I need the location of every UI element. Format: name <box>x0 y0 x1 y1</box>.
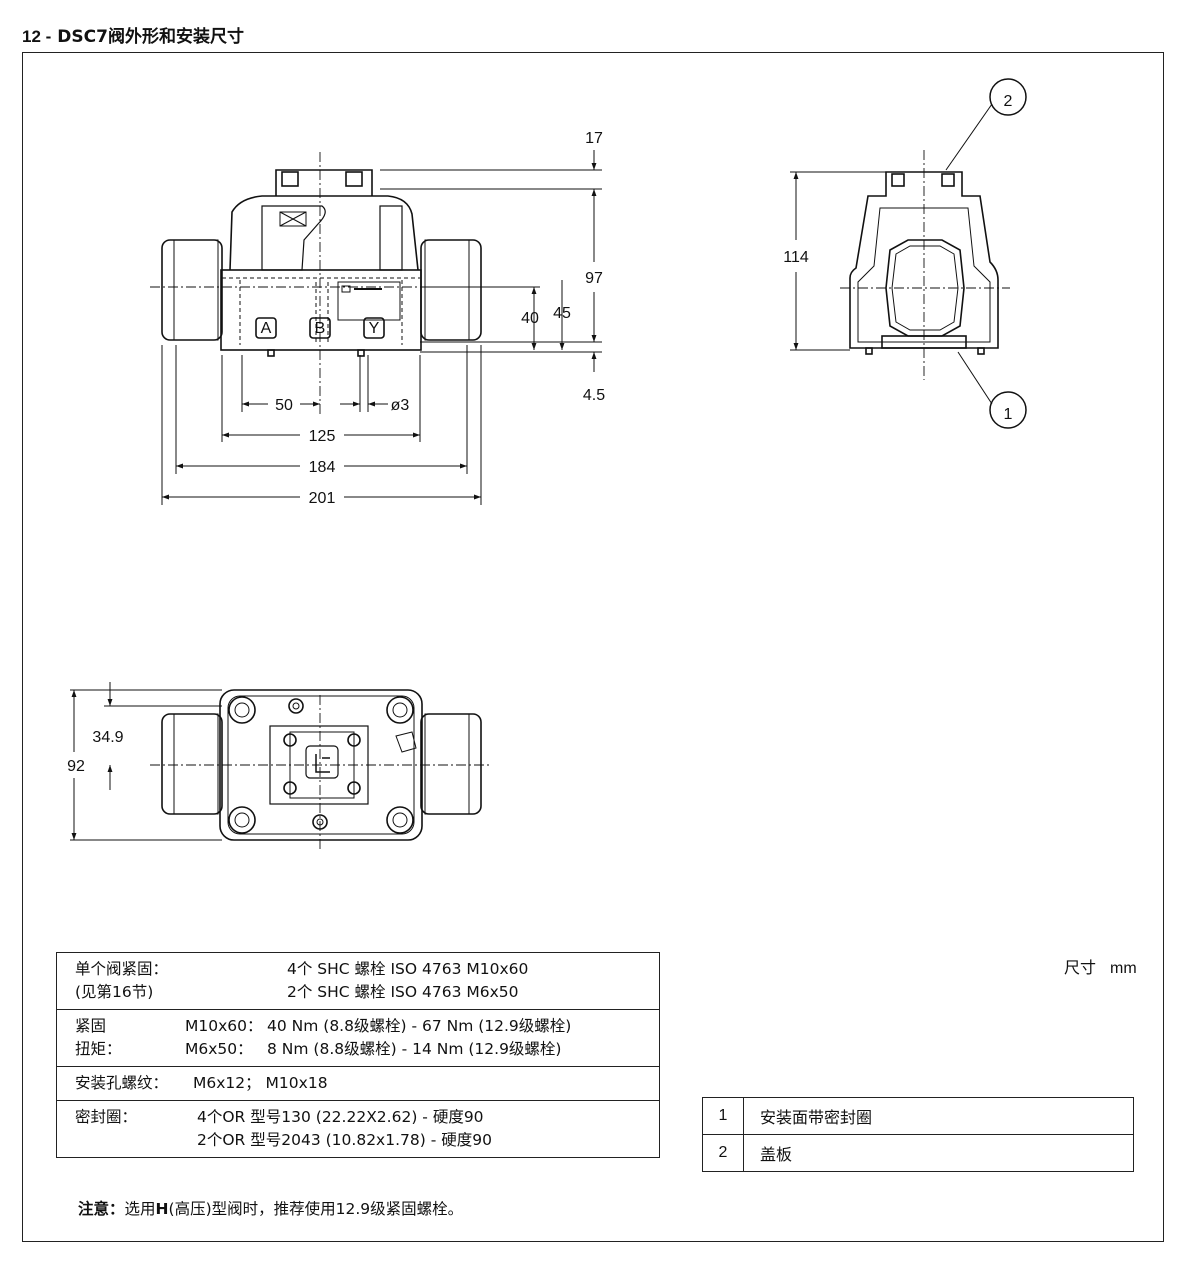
torque-value-1: 40 Nm (8.8级螺栓) - 67 Nm (12.9级螺栓) <box>267 1017 572 1035</box>
thread-value: M6x12； M10x18 <box>193 1074 328 1092</box>
dim-50: 50 <box>275 397 293 414</box>
seal-value-2: 2个OR 型号2043 (10.82x1.78) - 硬度90 <box>197 1131 492 1149</box>
dim-114: 114 <box>783 249 809 266</box>
callout-2-label: 2 <box>1004 93 1013 110</box>
torque-key-1: M10x60： <box>185 1017 263 1035</box>
section-title: DSC7阀外形和安装尺寸 <box>57 27 244 47</box>
front-view <box>161 169 482 357</box>
unit-value: mm <box>1110 960 1137 977</box>
port-label-y: Y <box>369 320 380 337</box>
dim-92: 92 <box>67 758 85 775</box>
bottom-centerlines <box>150 695 490 850</box>
side-view <box>849 171 999 355</box>
dim-125: 125 <box>309 428 336 445</box>
torque-key-2: M6x50： <box>185 1040 253 1058</box>
spec-row-seal: 密封圈： 4个OR 型号130 (22.22X2.62) - 硬度90 2个OR … <box>57 1100 659 1157</box>
legend-row: 1 安装面带密封圈 <box>703 1098 1133 1134</box>
seal-value-1: 4个OR 型号130 (22.22X2.62) - 硬度90 <box>197 1108 484 1126</box>
dim-40: 40 <box>521 310 539 327</box>
legend-text: 安装面带密封圈 <box>760 1108 873 1127</box>
drawing-frame <box>22 52 1164 1242</box>
dim-201: 201 <box>309 490 336 507</box>
note-bold: H <box>155 1200 169 1218</box>
dim-45: 45 <box>553 305 571 322</box>
note-prefix: 注意： <box>78 1200 125 1218</box>
callout-1-label: 1 <box>1004 406 1013 423</box>
front-dimensions <box>161 150 602 505</box>
fastening-value-1: 4个 SHC 螺栓 ISO 4763 M10x60 <box>287 960 529 978</box>
port-label-a: A <box>261 320 272 337</box>
side-dimensions <box>790 78 1027 429</box>
dim-3: ø3 <box>391 397 410 414</box>
note-text-b: (高压)型阀时，推荐使用12.9级紧固螺栓。 <box>168 1200 464 1218</box>
torque-label-1: 紧固 <box>75 1017 107 1035</box>
spec-row-torque: 紧固 M10x60：40 Nm (8.8级螺栓) - 67 Nm (12.9级螺栓… <box>57 1009 659 1066</box>
legend-number: 2 <box>703 1135 744 1171</box>
dim-17: 17 <box>585 130 603 147</box>
legend-number: 1 <box>703 1098 744 1134</box>
legend-text: 盖板 <box>760 1145 793 1164</box>
spec-row-fastening: 单个阀紧固： 4个 SHC 螺栓 ISO 4763 M10x60 (见第16节) 2… <box>57 953 659 1009</box>
unit-note: 尺寸 mm <box>1064 954 1137 978</box>
torque-label-2: 扭矩： <box>75 1040 122 1058</box>
bottom-dimensions <box>70 682 222 841</box>
fastening-value-2: 2个 SHC 螺栓 ISO 4763 M6x50 <box>287 983 519 1001</box>
spec-row-thread: 安装孔螺纹： M6x12； M10x18 <box>57 1066 659 1100</box>
legend-table: 1 安装面带密封圈 2 盖板 <box>702 1097 1134 1172</box>
fastening-label-2: (见第16节) <box>75 983 154 1001</box>
footnote: 注意：选用H(高压)型阀时，推荐使用12.9级紧固螺栓。 <box>78 1197 463 1219</box>
front-centerlines <box>150 152 490 415</box>
fastening-label-1: 单个阀紧固： <box>75 960 169 978</box>
side-centerlines <box>840 150 1010 380</box>
note-text-a: 选用 <box>124 1200 156 1218</box>
legend-row: 2 盖板 <box>703 1134 1133 1171</box>
spec-table: 单个阀紧固： 4个 SHC 螺栓 ISO 4763 M10x60 (见第16节) 2… <box>56 952 660 1158</box>
dim-184: 184 <box>309 459 336 476</box>
page-heading: 12 - DSC7阀外形和安装尺寸 <box>22 22 244 47</box>
seal-label: 密封圈： <box>75 1108 138 1126</box>
dim-34-9: 34.9 <box>92 729 123 746</box>
dim-97: 97 <box>585 270 603 287</box>
thread-label: 安装孔螺纹： <box>75 1074 169 1092</box>
dim-4-5: 4.5 <box>583 387 605 404</box>
torque-value-2: 8 Nm (8.8级螺栓) - 14 Nm (12.9级螺栓) <box>267 1040 562 1058</box>
section-number: 12 - <box>22 27 52 46</box>
unit-label: 尺寸 <box>1064 958 1097 977</box>
